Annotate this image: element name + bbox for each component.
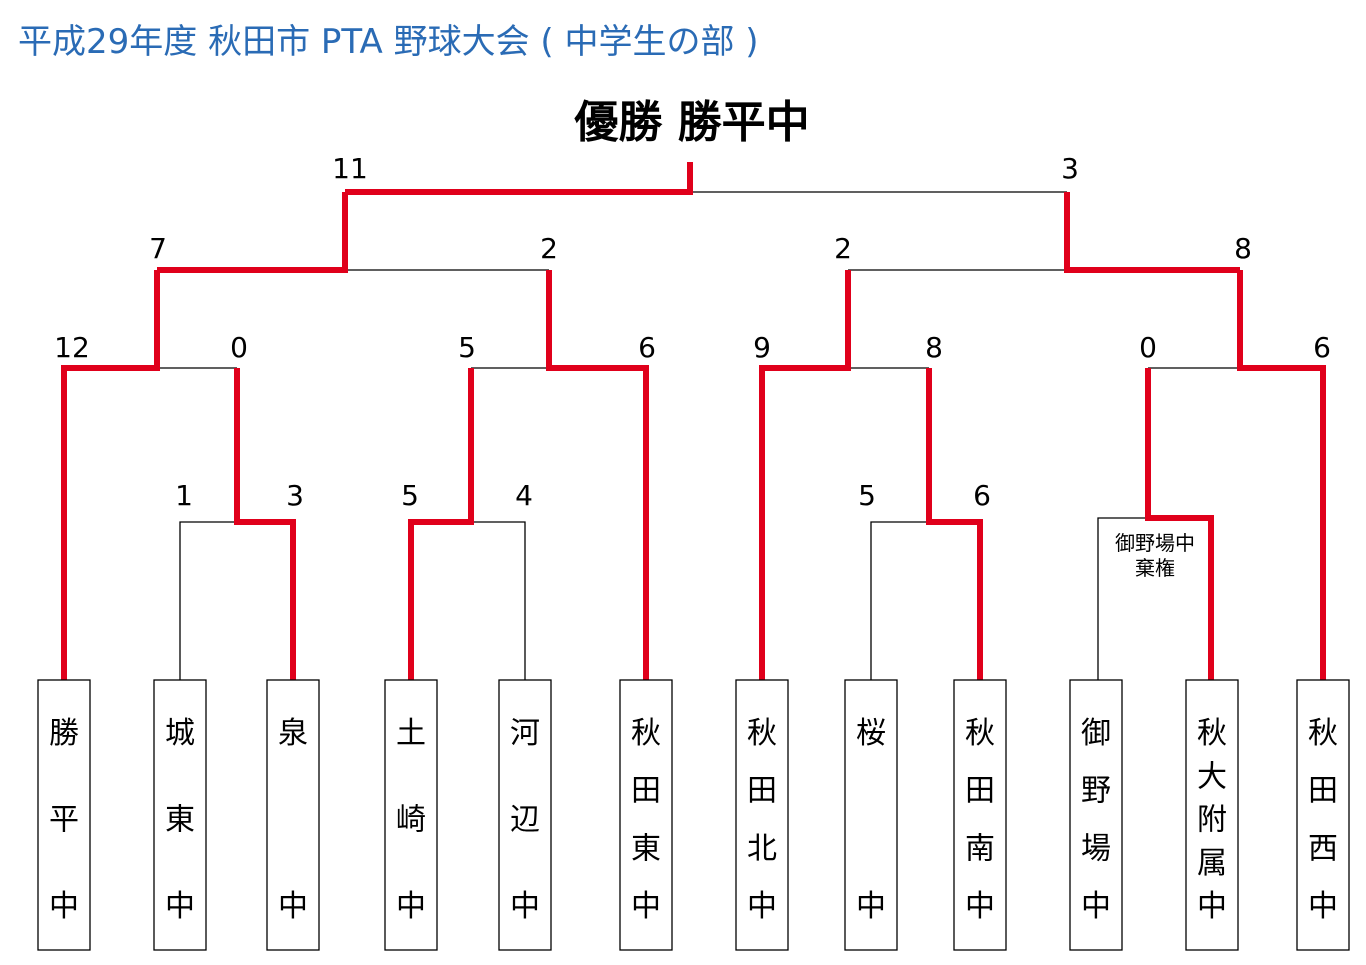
team-name-char: 田 [631,774,661,809]
team-name-char: 野 [1081,774,1111,809]
team-name-char: 城 [165,716,195,751]
bracket-line-winner [157,192,348,273]
team-name-char: 辺 [510,803,540,838]
team-box [844,679,898,951]
team-name-char: 中 [965,889,995,924]
match-score: 6 [638,331,656,364]
team-name-char: 中 [1197,889,1227,924]
forfeit-note: 御野場中 [1115,531,1195,555]
team-name-char: 田 [747,774,777,809]
bracket-line-winner [759,270,851,680]
team-name-char: 中 [1081,889,1111,924]
team-box [1069,679,1123,951]
team-name-char: 平 [49,803,79,838]
match-score: 7 [149,232,167,265]
team-name-char: 中 [747,889,777,924]
match-score: 11 [332,152,368,185]
bracket-line-winner [926,368,983,680]
team-name-char: 東 [165,803,195,838]
match-score: 3 [1061,152,1079,185]
team-box [735,679,789,951]
team-name-char: 崎 [396,803,426,838]
bracket-line-winner [1064,192,1240,273]
team-name-char: 中 [165,889,195,924]
match-score: 3 [286,479,304,512]
team-name-char: 中 [49,889,79,924]
bracket-line-winner [546,270,649,680]
team-box [953,679,1007,951]
team-name-char: 御 [1081,716,1111,751]
match-score: 2 [540,232,558,265]
match-score: 5 [458,331,476,364]
bracket-line-winner [61,270,160,680]
team-name-char: 南 [965,831,995,866]
team-name-char: 勝 [49,716,79,751]
team-name-char: 中 [278,889,308,924]
team-name-char: 秋 [747,716,777,751]
match-score: 0 [230,331,248,364]
bracket-line-winner [345,162,693,195]
match-score: 5 [401,479,419,512]
match-score: 2 [834,232,852,265]
match-score: 0 [1139,331,1157,364]
team-name-char: 秋 [1308,716,1338,751]
team-box [1185,679,1239,951]
team-name-char: 秋 [1197,716,1227,751]
match-score: 12 [54,331,90,364]
team-name-char: 西 [1308,831,1338,866]
team-name-char: 北 [747,831,777,866]
team-name-char: 場 [1081,831,1111,866]
team-name-char: 中 [396,889,426,924]
team-name-char: 秋 [965,716,995,751]
page-title: 平成29年度 秋田市 PTA 野球大会 ( 中学生の部 ) [18,22,759,62]
team-name-char: 東 [631,831,661,866]
team-name-char: 泉 [278,716,308,751]
team-box [37,679,91,951]
team-name-char: 河 [510,716,540,751]
team-name-char: 属 [1197,846,1227,881]
match-score: 8 [1234,232,1252,265]
bracket-line [870,521,929,680]
team-box [498,679,552,951]
match-score: 6 [973,479,991,512]
team-name-char: 中 [856,889,886,924]
team-name-char: 中 [1308,889,1338,924]
team-name-char: 田 [1308,774,1338,809]
bracket-line-winner [1237,270,1326,680]
team-box [1296,679,1350,951]
champion-heading: 優勝 勝平中 [574,97,810,148]
team-name-char: 田 [965,774,995,809]
match-score: 1 [175,479,193,512]
match-score: 6 [1313,331,1331,364]
bracket-line [471,521,526,680]
team-name-char: 中 [631,889,661,924]
team-name-char: 中 [510,889,540,924]
match-score: 5 [858,479,876,512]
bracket-line-winner [1145,368,1214,680]
team-box [266,679,320,951]
bracket-line-winner [234,368,296,680]
team-name-char: 桜 [856,716,886,751]
bracket-line [1097,517,1148,680]
bracket-line [179,521,237,680]
team-name-char: 土 [396,716,426,751]
bracket-line-winner [408,368,474,680]
match-score: 8 [925,331,943,364]
team-box [153,679,207,951]
forfeit-note: 棄権 [1135,556,1175,580]
match-score: 4 [515,479,533,512]
team-name-char: 附 [1197,803,1227,838]
team-box [619,679,673,951]
team-name-char: 大 [1197,759,1227,794]
team-name-char: 秋 [631,716,661,751]
team-box [384,679,438,951]
match-score: 9 [753,331,771,364]
forfeit-note-bg [1104,524,1204,582]
